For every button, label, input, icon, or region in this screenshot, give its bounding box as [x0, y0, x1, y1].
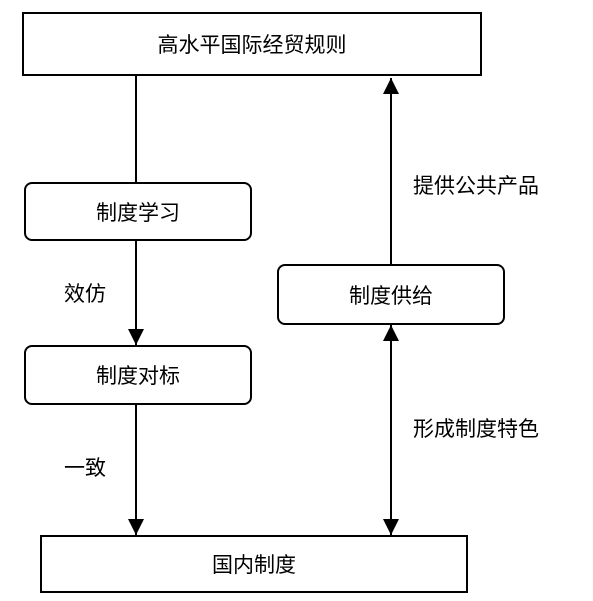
edge-label-public-goods: 提供公共产品	[413, 174, 539, 198]
edge-label-characteristics: 形成制度特色	[413, 417, 539, 441]
node-domestic-institutions-label: 国内制度	[212, 553, 296, 577]
node-high-level-rules: 高水平国际经贸规则	[22, 12, 482, 76]
edge-label-consistent: 一致	[64, 456, 106, 480]
node-institutional-supply-label: 制度供给	[349, 283, 433, 308]
node-institutional-supply: 制度供给	[277, 264, 505, 325]
node-domestic-institutions: 国内制度	[40, 535, 468, 593]
node-institutional-benchmark: 制度对标	[24, 345, 252, 405]
edge-label-imitate: 效仿	[64, 282, 106, 306]
node-institutional-learning-label: 制度学习	[96, 200, 180, 225]
node-institutional-benchmark-label: 制度对标	[96, 364, 180, 388]
node-institutional-learning: 制度学习	[24, 182, 252, 241]
node-high-level-rules-label: 高水平国际经贸规则	[157, 33, 347, 57]
